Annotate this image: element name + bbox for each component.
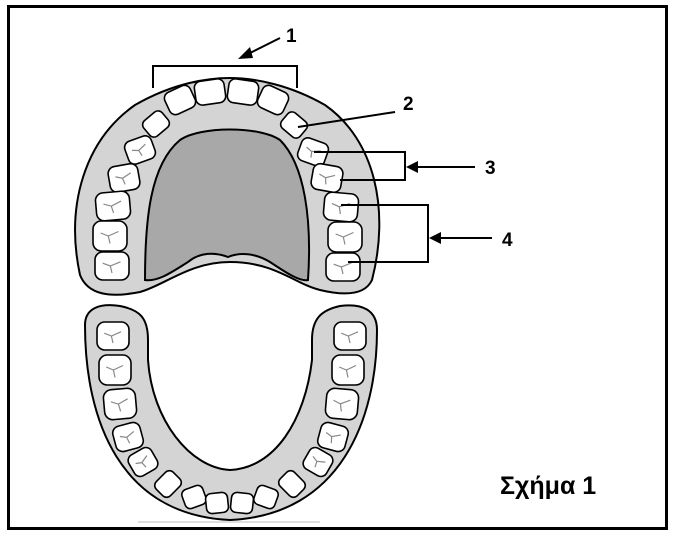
lower-tooth xyxy=(205,492,229,514)
figure-caption: Σχήμα 1 xyxy=(500,472,596,501)
label-1: 1 xyxy=(286,26,297,47)
lower-arch xyxy=(85,305,377,520)
upper-tooth xyxy=(326,253,360,281)
arrowhead-1 xyxy=(238,47,253,59)
upper-tooth xyxy=(193,78,226,106)
lower-tooth xyxy=(325,388,359,421)
upper-tooth xyxy=(95,252,129,280)
upper-tooth xyxy=(323,192,359,223)
label-4: 4 xyxy=(502,230,513,251)
lower-tooth xyxy=(99,355,131,385)
lower-tooth xyxy=(230,492,254,514)
arrowhead-4 xyxy=(429,232,441,244)
upper-tooth xyxy=(107,163,141,194)
label-2: 2 xyxy=(403,94,414,115)
lower-tooth xyxy=(332,355,364,385)
lower-tooth xyxy=(103,388,137,421)
upper-tooth xyxy=(310,163,344,194)
arrowhead-3 xyxy=(406,161,418,173)
upper-tooth xyxy=(226,78,259,106)
lower-tooth xyxy=(334,322,366,350)
upper-tooth xyxy=(93,221,127,251)
lower-tooth xyxy=(97,322,129,350)
label-3: 3 xyxy=(485,158,496,179)
upper-arch xyxy=(75,78,379,295)
palate xyxy=(145,130,309,281)
upper-tooth xyxy=(95,191,131,222)
upper-tooth xyxy=(328,222,362,252)
